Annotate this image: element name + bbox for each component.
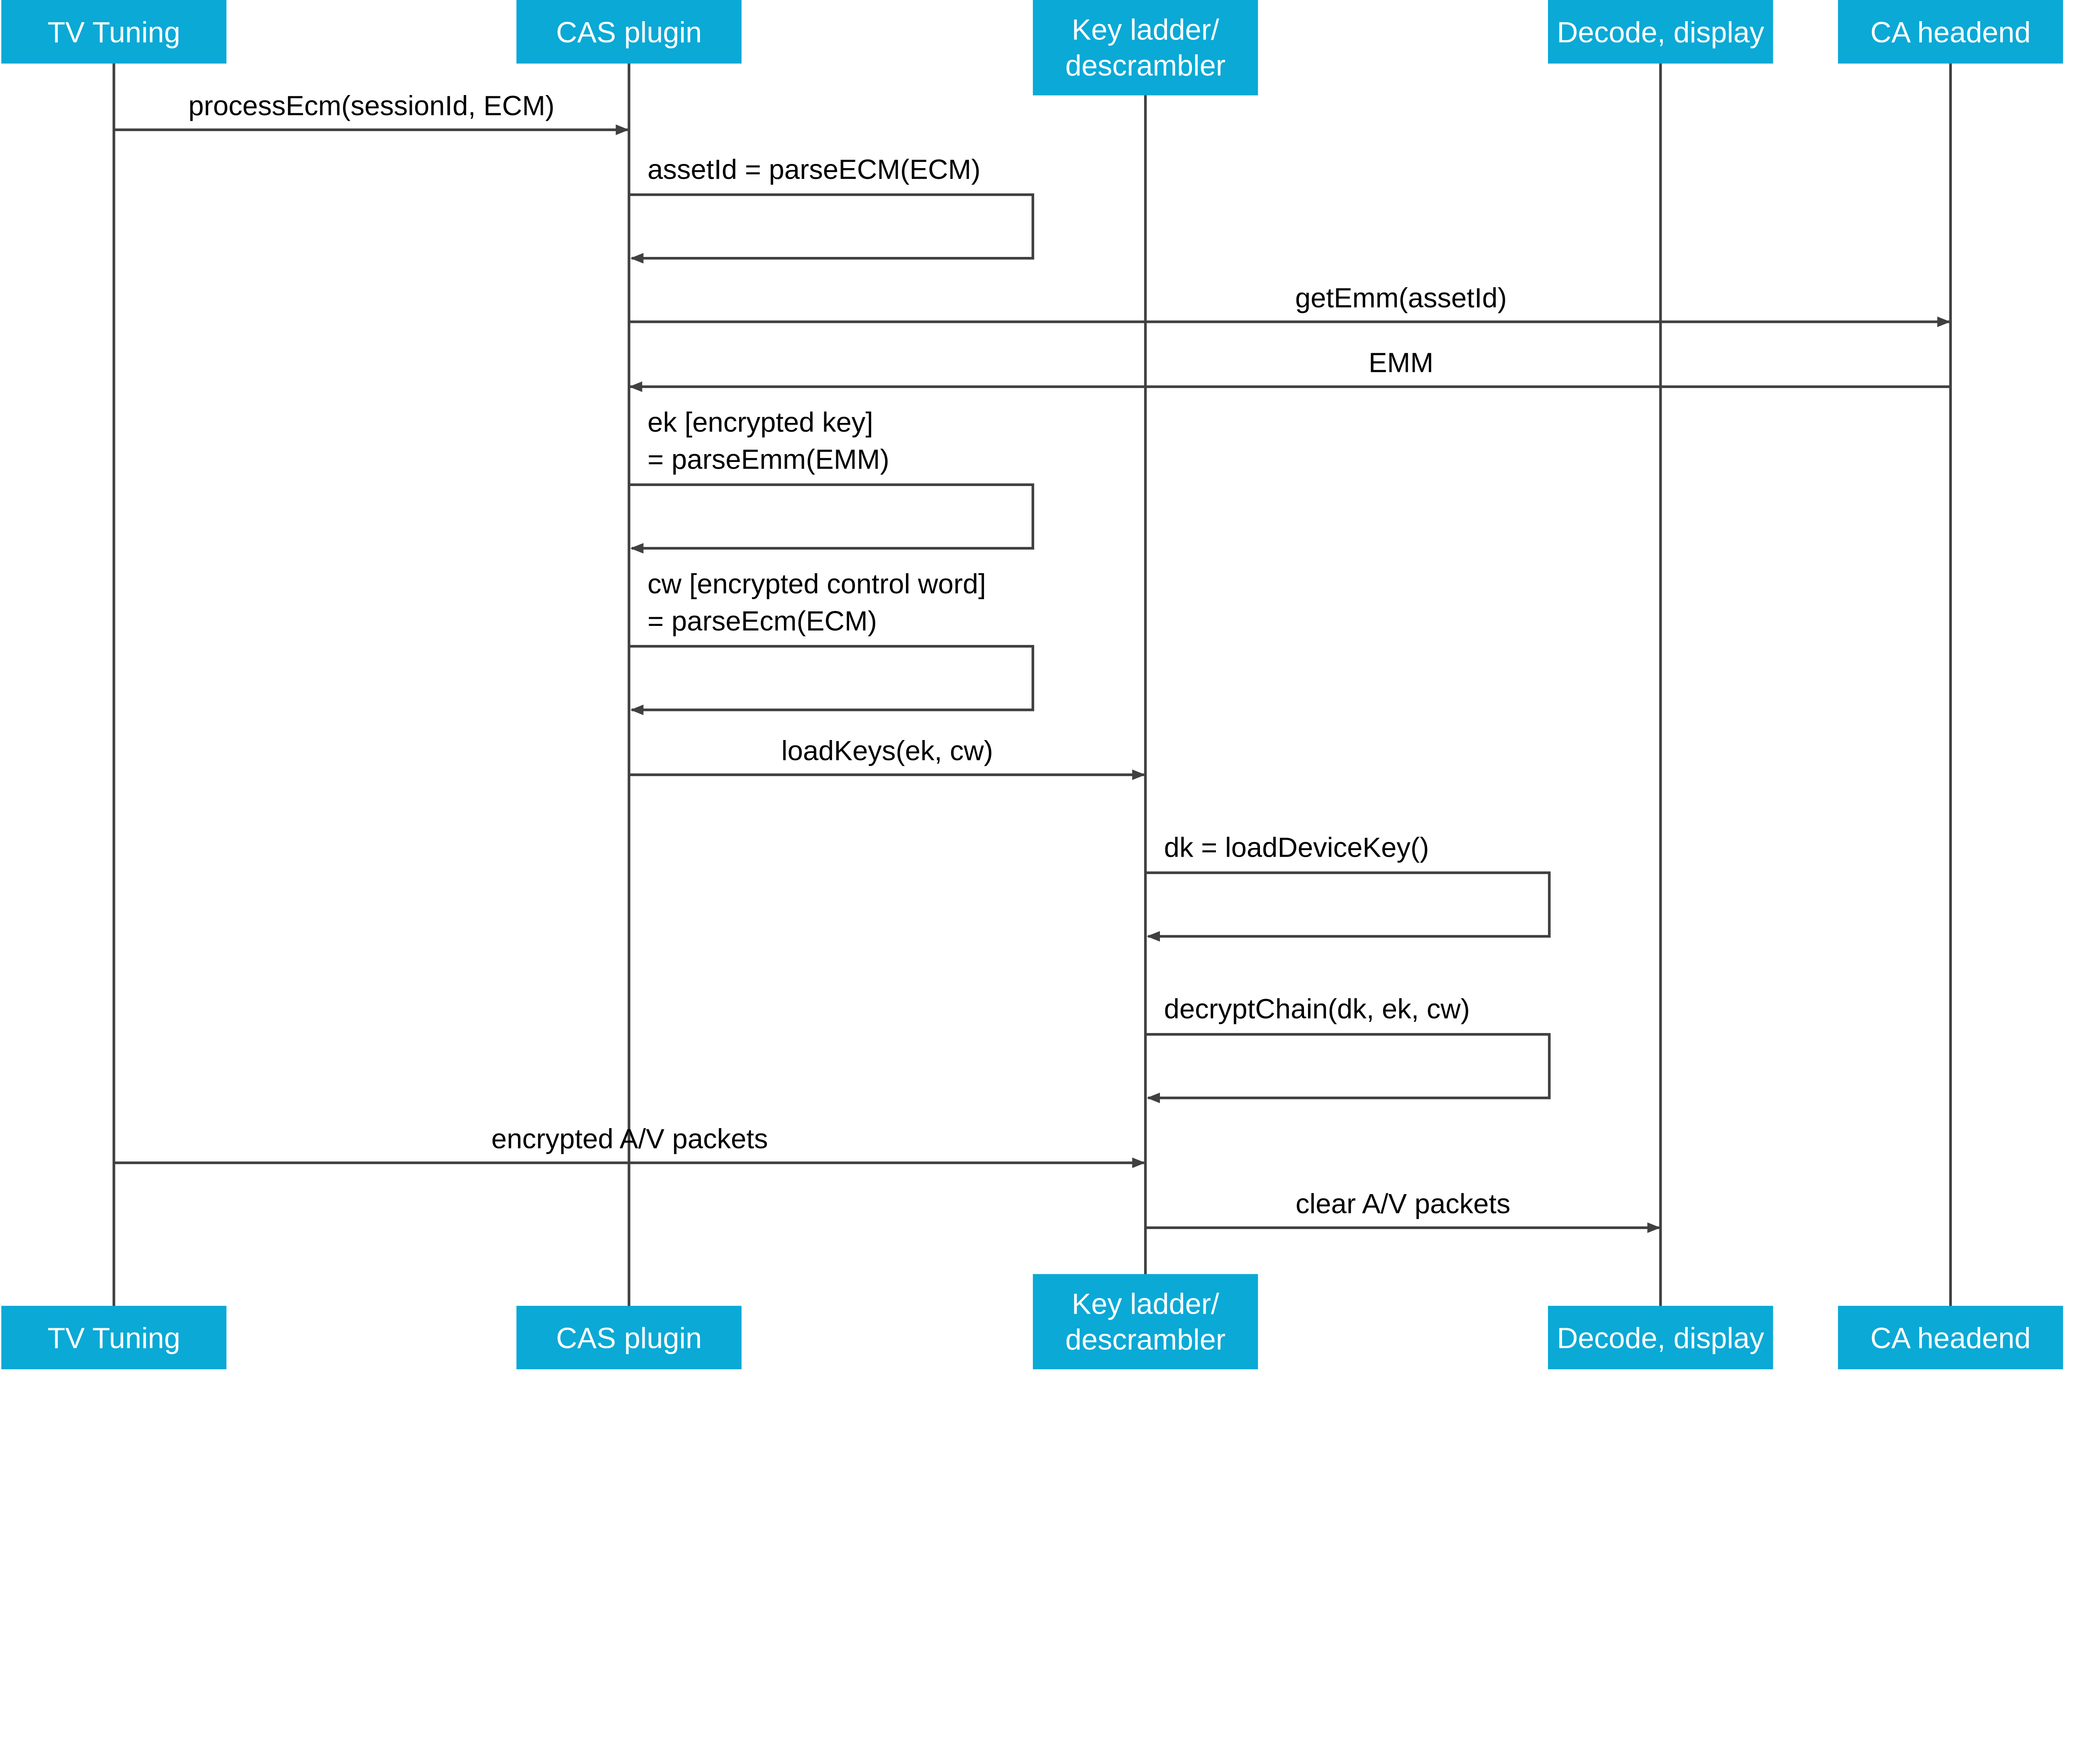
participant-label: Key ladder/	[1072, 1287, 1220, 1320]
participant-label: Decode, display	[1557, 1322, 1764, 1354]
self-message-arrow	[1145, 1033, 1551, 1103]
participant-box	[1548, 0, 1773, 64]
message-label: ek [encrypted key]	[647, 407, 873, 438]
participant-box	[1838, 1306, 2063, 1370]
participant-box	[1, 1306, 227, 1370]
participant-key-ladder-descrambler-bottom: Key ladder/descrambler	[1033, 1274, 1258, 1370]
message-3: getEmm(assetId)	[629, 282, 1951, 327]
participant-cas-plugin-bottom: CAS plugin	[516, 1306, 742, 1370]
message-5: ek [encrypted key] = parseEmm(EMM)	[629, 407, 1035, 554]
participant-box	[1033, 0, 1258, 95]
participant-box	[516, 0, 742, 64]
message-11: clear A/V packets	[1145, 1188, 1661, 1233]
participant-label: CA headend	[1870, 16, 2031, 49]
message-label: encrypted A/V packets	[491, 1123, 768, 1154]
participant-label: Key ladder/	[1072, 13, 1220, 46]
participant-label: Decode, display	[1557, 16, 1764, 49]
participant-tv-tuning-bottom: TV Tuning	[1, 1306, 227, 1370]
lifelines	[112, 53, 1952, 1311]
self-message-arrow	[629, 483, 1035, 554]
message-label: = parseEcm(ECM)	[647, 606, 877, 637]
participant-box	[1, 0, 227, 64]
participant-tv-tuning-top: TV Tuning	[1, 0, 227, 64]
self-message-arrow	[629, 193, 1035, 264]
participant-key-ladder-descrambler-top: Key ladder/descrambler	[1033, 0, 1258, 95]
participant-box	[1033, 1274, 1258, 1370]
message-9: decryptChain(dk, ek, cw)	[1145, 994, 1551, 1103]
participant-label: TV Tuning	[47, 1322, 180, 1354]
message-1: processEcm(sessionId, ECM)	[114, 90, 629, 135]
participant-box	[1548, 1306, 1773, 1370]
message-4: EMM	[629, 347, 1951, 392]
self-message-arrow	[1145, 871, 1551, 942]
participant-label: CAS plugin	[556, 1322, 702, 1354]
participant-decode-display-top: Decode, display	[1548, 0, 1773, 64]
participant-cas-plugin-top: CAS plugin	[516, 0, 742, 64]
participant-label: descrambler	[1065, 1323, 1225, 1356]
message-10: encrypted A/V packets	[114, 1123, 1146, 1168]
message-6: cw [encrypted control word] = parseEcm(EC…	[629, 568, 1035, 716]
message-label: processEcm(sessionId, ECM)	[188, 90, 554, 122]
message-label: loadKeys(ek, cw)	[781, 735, 993, 767]
self-message-arrow	[629, 645, 1035, 716]
participant-ca-headend-bottom: CA headend	[1838, 1306, 2063, 1370]
message-8: dk = loadDeviceKey()	[1145, 832, 1551, 942]
participant-label: TV Tuning	[47, 16, 180, 49]
message-label: assetId = parseECM(ECM)	[647, 154, 980, 185]
message-7: loadKeys(ek, cw)	[629, 735, 1146, 780]
sequence-diagram: processEcm(sessionId, ECM) assetId = pars…	[1, 0, 2063, 1370]
participant-box	[516, 1306, 742, 1370]
message-label: cw [encrypted control word]	[647, 568, 986, 599]
participant-label: descrambler	[1065, 49, 1225, 82]
message-label: clear A/V packets	[1296, 1188, 1511, 1219]
participant-ca-headend-top: CA headend	[1838, 0, 2063, 64]
message-label: getEmm(assetId)	[1295, 282, 1507, 313]
message-2: assetId = parseECM(ECM)	[629, 154, 1035, 264]
participant-label: CA headend	[1870, 1322, 2031, 1354]
message-label: = parseEmm(EMM)	[647, 444, 889, 475]
message-label: EMM	[1369, 347, 1433, 379]
participant-decode-display-bottom: Decode, display	[1548, 1306, 1773, 1370]
participant-label: CAS plugin	[556, 16, 702, 49]
message-label: decryptChain(dk, ek, cw)	[1164, 994, 1470, 1025]
messages: processEcm(sessionId, ECM) assetId = pars…	[114, 90, 1951, 1233]
message-label: dk = loadDeviceKey()	[1164, 832, 1429, 863]
participant-box	[1838, 0, 2063, 64]
